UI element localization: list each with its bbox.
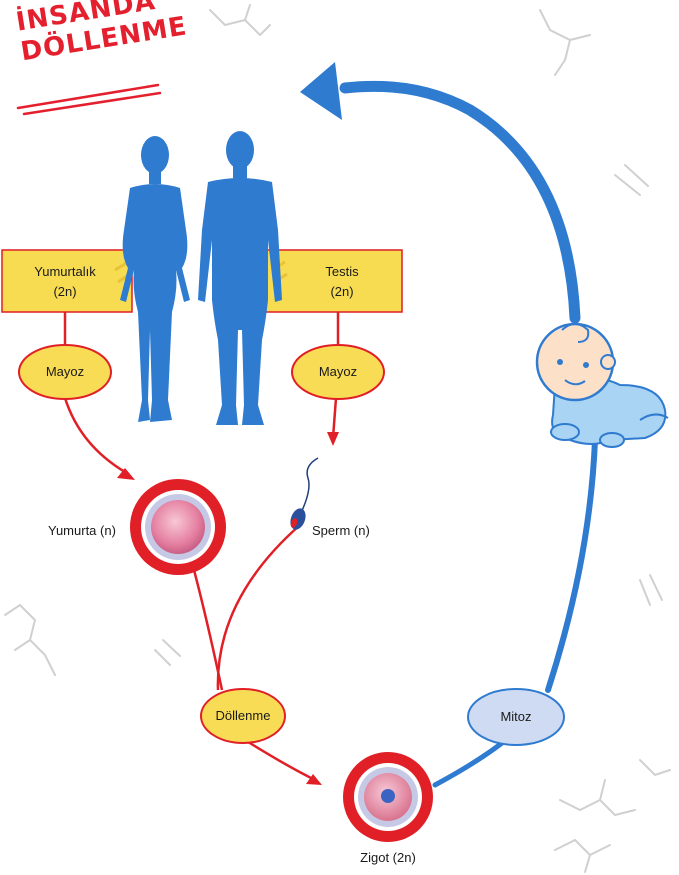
decorative-molecule-sketches	[4, 4, 671, 873]
fertilization-oval	[200, 688, 286, 744]
meiosis-left-oval	[18, 344, 112, 400]
egg-label: Yumurta (n)	[48, 523, 116, 538]
fertilization-label: Döllenme	[215, 708, 271, 723]
mitosis-oval	[467, 688, 565, 746]
female-silhouette	[120, 136, 190, 422]
male-silhouette	[198, 131, 282, 425]
testis-name: Testis	[325, 264, 359, 279]
ovary-label: Yumurtalık (2n)	[15, 262, 115, 302]
testis-ploidy: (2n)	[330, 284, 354, 299]
meiosis-left-label: Mayoz	[45, 364, 85, 379]
red-arrowheads	[117, 432, 339, 785]
sperm-label: Sperm (n)	[312, 523, 370, 538]
meiosis-right-oval	[291, 344, 385, 400]
testis-label: Testis (2n)	[297, 262, 387, 302]
mitosis-label: Mitoz	[500, 709, 532, 724]
ovary-name: Yumurtalık	[34, 264, 96, 279]
sperm-cell	[290, 457, 319, 530]
meiosis-right-label: Mayoz	[318, 364, 358, 379]
zygote-label: Zigot (2n)	[360, 850, 416, 865]
ovary-band	[1, 249, 133, 313]
zygote-cell	[343, 752, 433, 842]
egg-cell	[130, 479, 226, 575]
ovary-ploidy: (2n)	[53, 284, 77, 299]
cycle-arrowhead	[300, 62, 342, 120]
baby-illustration	[535, 322, 669, 448]
testis-band	[261, 249, 403, 313]
